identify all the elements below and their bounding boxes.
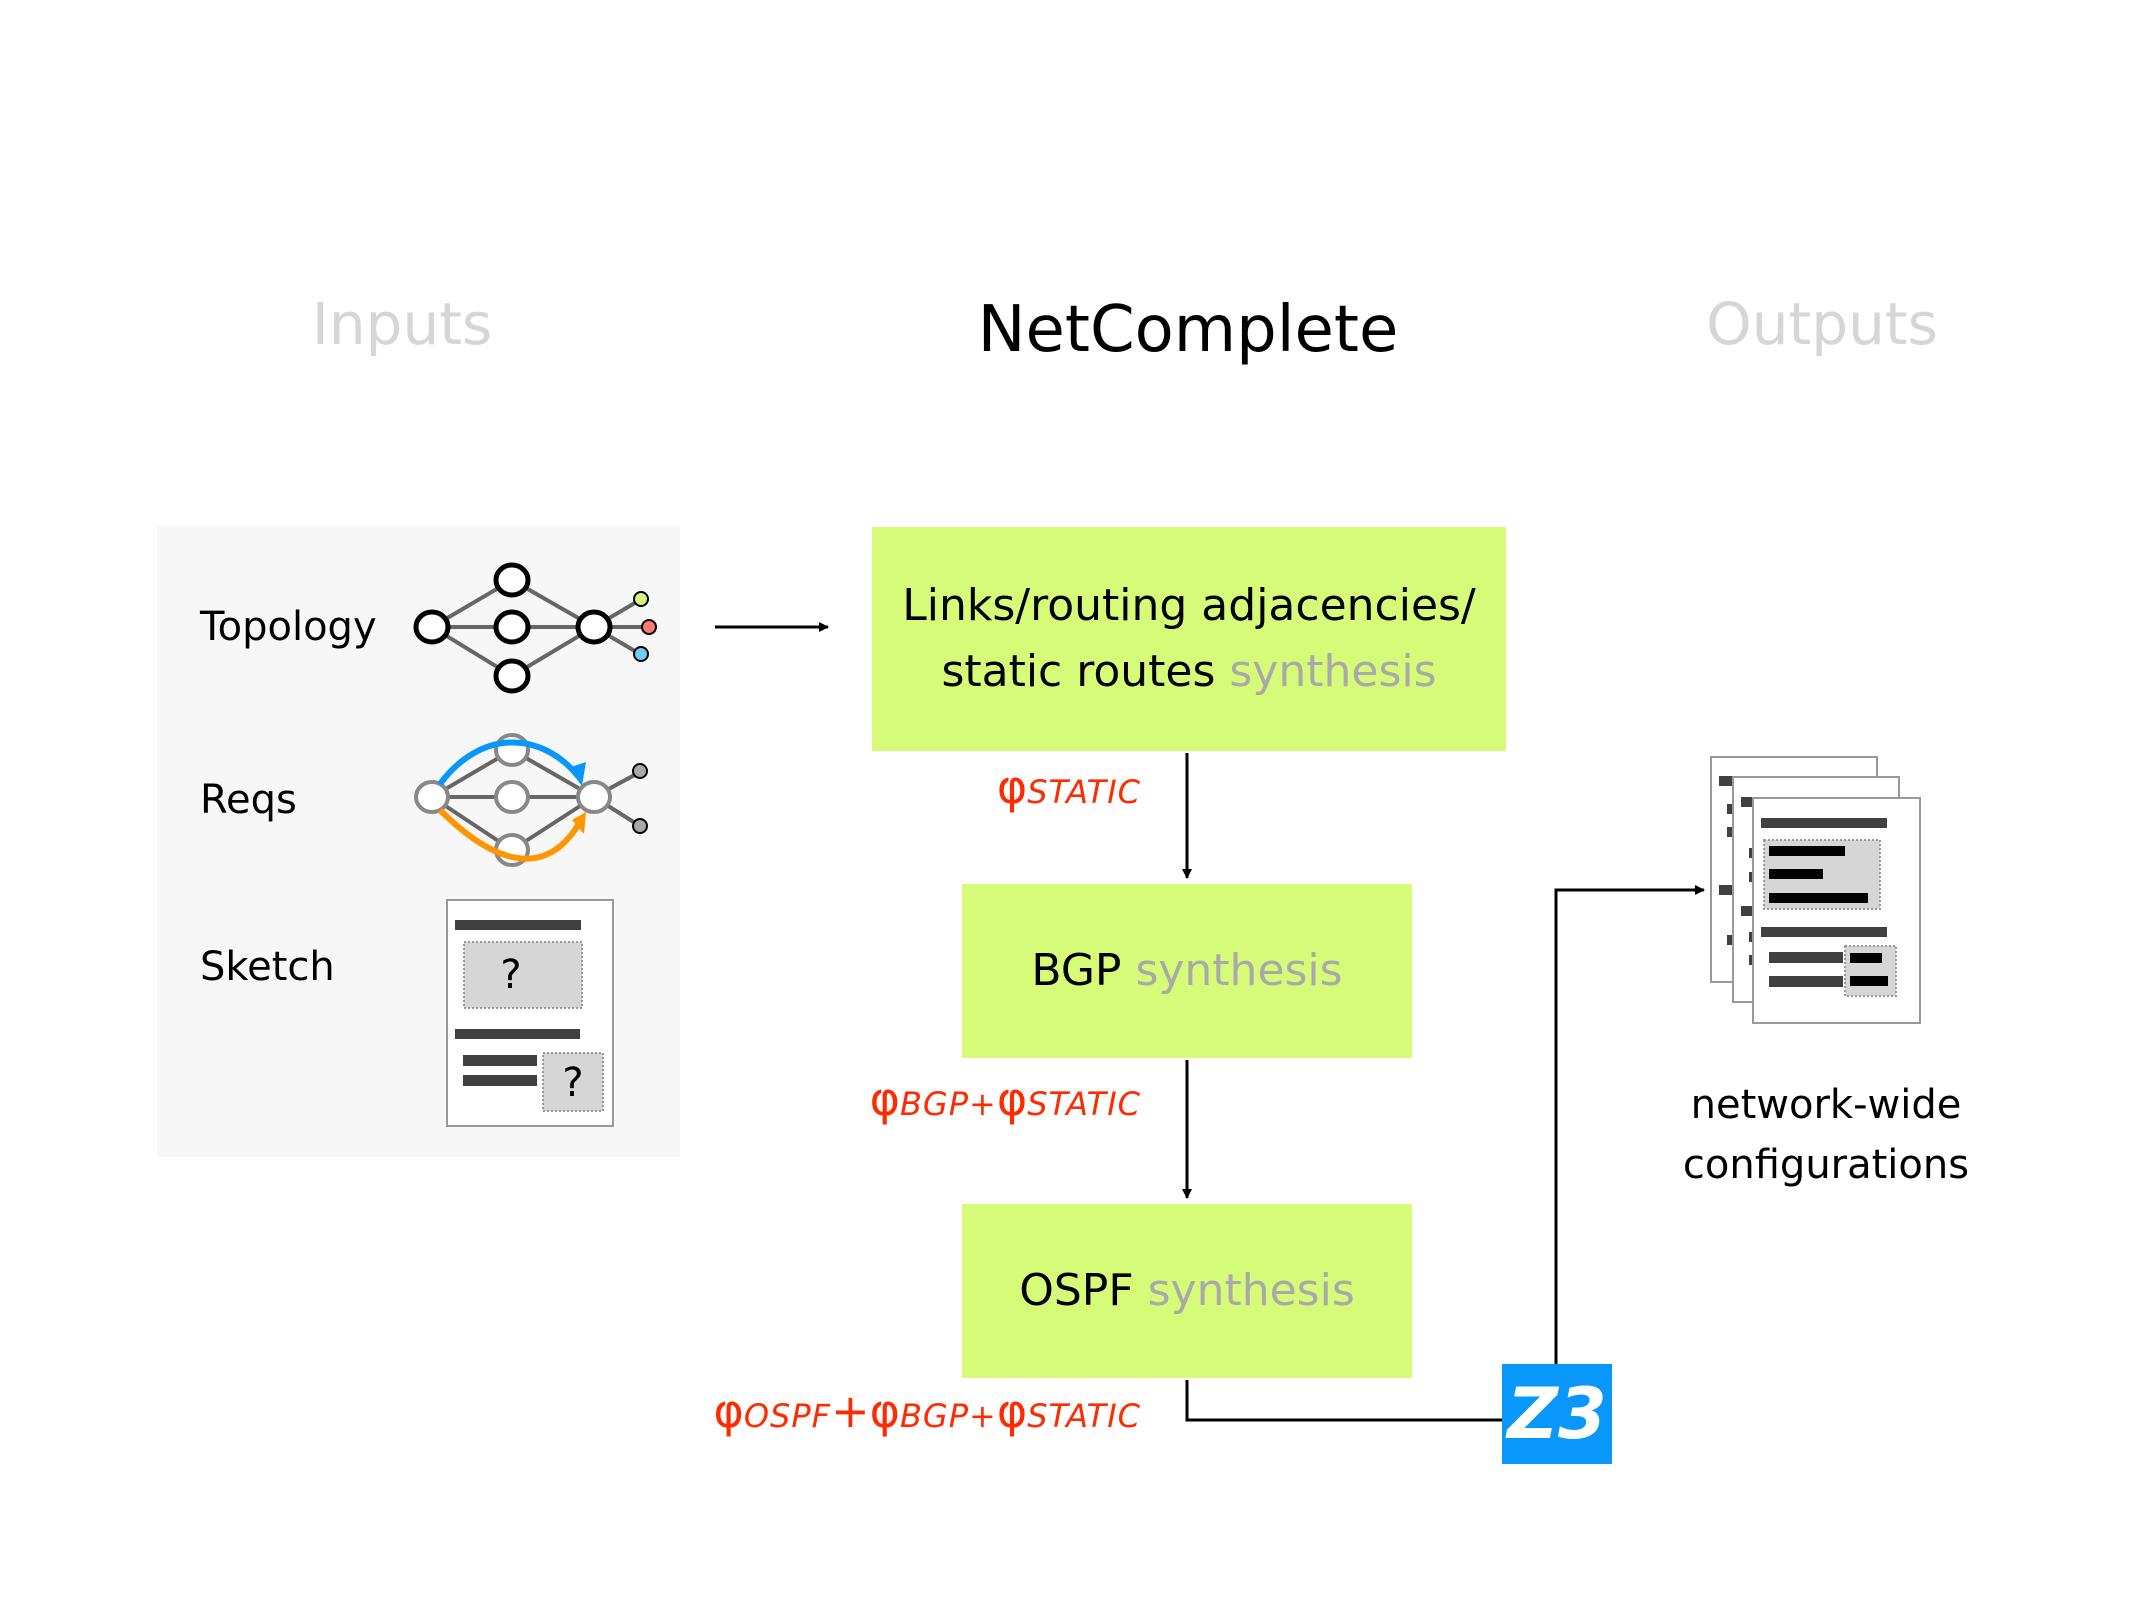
inputs-heading: Inputs <box>311 290 493 358</box>
phi-symbol: φ <box>713 1384 744 1438</box>
outputs-label: network-wide configurations <box>1683 1075 1969 1195</box>
outputs-label-line1: network-wide <box>1690 1082 1962 1128</box>
constraint-static: φSTATIC <box>997 760 1141 814</box>
plus-operator: + <box>969 1397 997 1435</box>
topology-label: Topology <box>200 604 377 650</box>
stage-1-line2: static routes <box>941 646 1216 697</box>
blue-path-arrow <box>437 739 581 786</box>
config-sketch-icon <box>446 899 614 1127</box>
orange-path-arrow <box>437 807 583 862</box>
ospf-synthesis-stage: OSPF synthesis <box>962 1204 1412 1378</box>
sketch-hole-2: ? <box>562 1060 584 1106</box>
constraint-term: BGP <box>899 1397 970 1435</box>
requirements-paths-icon <box>414 733 648 867</box>
outputs-heading: Outputs <box>1706 290 1938 358</box>
stage-3-name: OSPF <box>1019 1265 1134 1316</box>
stage-1-suffix: synthesis <box>1229 646 1437 697</box>
constraint-term: STATIC <box>1027 773 1141 811</box>
sketch-label: Sketch <box>200 944 335 990</box>
phi-symbol: φ <box>996 1384 1028 1438</box>
phi-symbol: φ <box>996 760 1028 814</box>
ospf-to-z3-connector <box>1185 1380 1502 1422</box>
stage-2-name: BGP <box>1031 945 1122 996</box>
constraint-term: STATIC <box>1027 1397 1141 1435</box>
plus-operator: + <box>969 1085 997 1123</box>
z3-solver-badge: Z3 <box>1502 1364 1612 1464</box>
endpoint-dot <box>641 619 657 635</box>
z3-to-outputs-arrow <box>1554 885 1705 1364</box>
network-topology-icon <box>413 562 657 694</box>
sketch-hole-1: ? <box>500 952 522 998</box>
reqs-label: Reqs <box>200 777 297 823</box>
stage-1-line1: Links/routing adjacencies/ <box>902 580 1476 631</box>
phi-symbol: φ <box>996 1072 1028 1126</box>
plus-operator: + <box>831 1384 870 1438</box>
constraint-term: STATIC <box>1027 1085 1141 1123</box>
page-title: NetComplete <box>977 293 1399 367</box>
phi-symbol: φ <box>869 1384 900 1438</box>
constraint-term: BGP <box>899 1085 970 1123</box>
endpoint-dot <box>633 591 649 607</box>
config-documents-icon <box>1710 756 1921 1024</box>
phi-symbol: φ <box>869 1072 900 1126</box>
constraint-term: OSPF <box>743 1397 832 1435</box>
endpoint-dot <box>633 646 649 662</box>
bgp-synthesis-stage: BGP synthesis <box>962 884 1412 1058</box>
links-synthesis-stage: Links/routing adjacencies/ static routes… <box>872 527 1506 751</box>
stage-3-suffix: synthesis <box>1147 1265 1355 1316</box>
constraint-ospf-bgp-static: φOSPF+φBGP+φSTATIC <box>714 1384 1142 1438</box>
outputs-label-line2: configurations <box>1682 1142 1970 1188</box>
stage-2-suffix: synthesis <box>1135 945 1343 996</box>
constraint-bgp-static: φBGP+φSTATIC <box>870 1072 1141 1126</box>
